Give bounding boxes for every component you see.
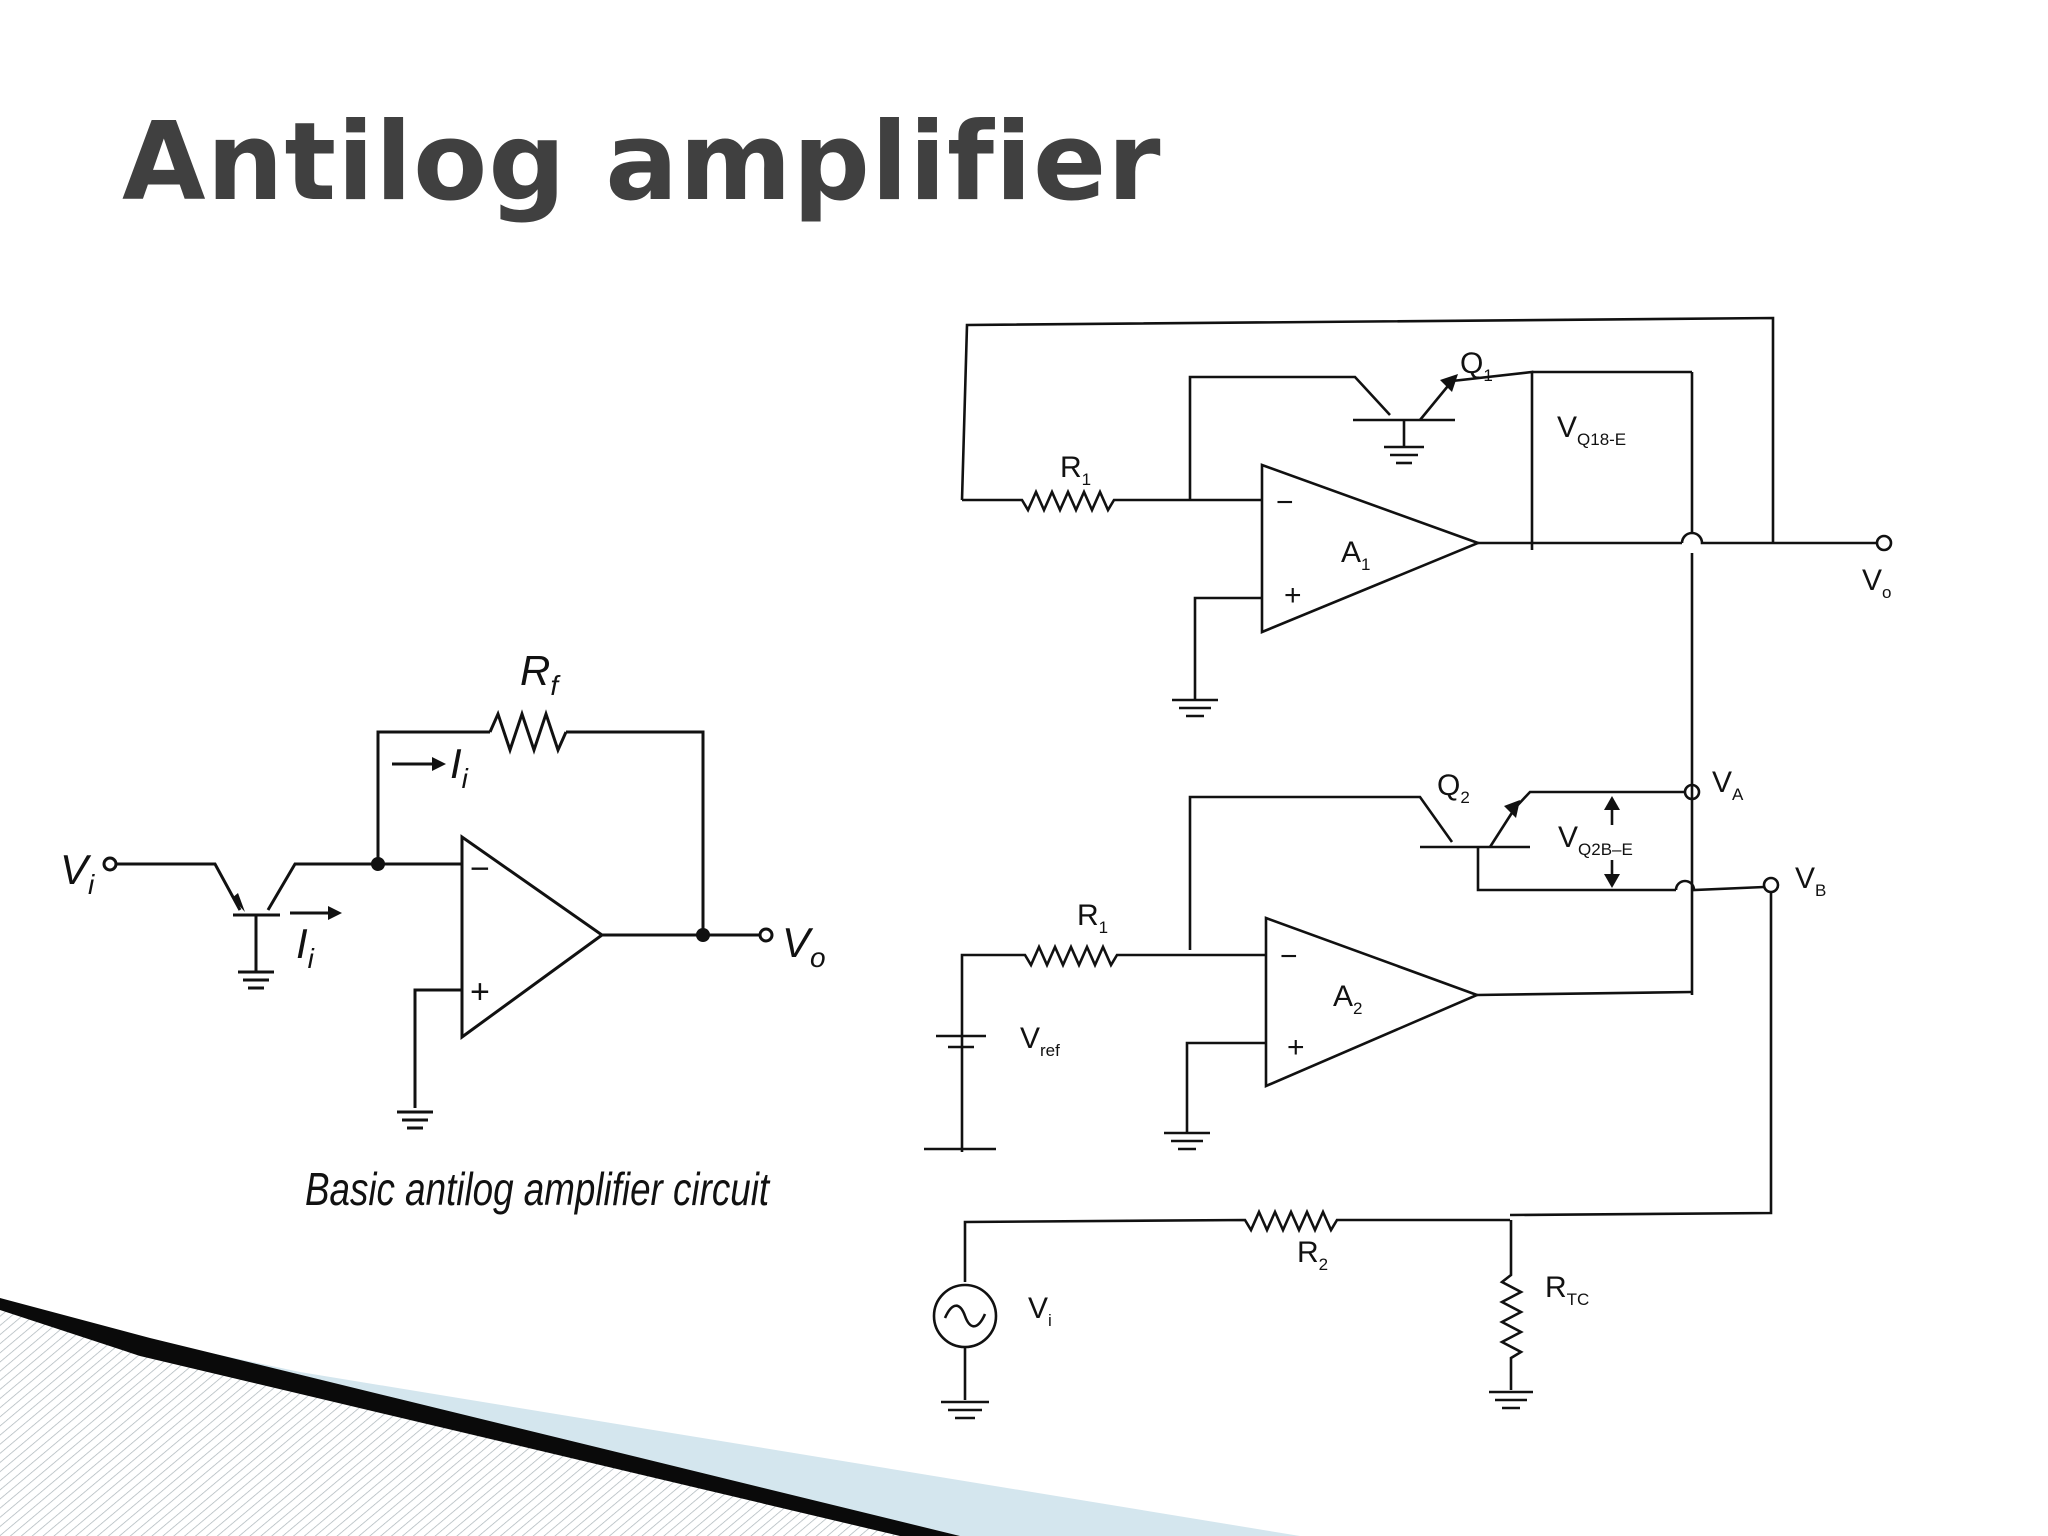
vb-wire <box>1674 879 1765 892</box>
vb-label: VB <box>1795 862 1826 900</box>
transistor-emitter-arrow <box>232 893 245 912</box>
op-amp-a1 <box>1260 463 1482 634</box>
vb-node <box>1762 876 1780 894</box>
r1-top-label: R1 <box>1060 451 1091 489</box>
a2-output-wire <box>1476 990 1693 997</box>
q1-emitter-wire <box>1451 370 1534 550</box>
ground-symbol-q1 <box>1384 445 1424 465</box>
feedback-wire-left <box>376 730 490 864</box>
vo-label-right: Vo <box>1862 564 1891 602</box>
temperature-compensated-antilog-circuit: − + <box>924 316 1893 1420</box>
rtc-label: RTC <box>1545 1271 1589 1309</box>
q1-collector-wire <box>1188 375 1391 500</box>
vq1-label: VQ18-E <box>1557 411 1626 449</box>
vq2-label: VQ2B–E <box>1558 821 1633 859</box>
rf-label: Rf <box>520 647 561 701</box>
vi-label-right: Vi <box>1028 1292 1052 1330</box>
vb-vertical-wire <box>1509 892 1773 1217</box>
vq2-arrow-down <box>1604 874 1620 888</box>
a2-plus-sign: + <box>1287 1031 1305 1064</box>
r1-top-resistor <box>962 488 1262 514</box>
a2-noninverting-wire <box>1185 1041 1266 1133</box>
r2-label: R2 <box>1297 1236 1328 1274</box>
ground-symbol-left-1 <box>238 970 274 990</box>
r2-resistor <box>963 1208 1510 1282</box>
ground-symbol-rtc <box>1489 1390 1533 1410</box>
decorative-corner <box>0 1298 1300 1536</box>
q2-label: Q2 <box>1437 769 1470 807</box>
op-amp-minus-sign: − <box>470 850 490 888</box>
op-amp-left <box>460 834 605 1040</box>
q2-collector-wire <box>1188 795 1454 950</box>
input-wire <box>116 862 242 911</box>
vo-label: Vo <box>782 919 826 973</box>
ii-label-bottom: Ii <box>296 920 315 974</box>
rtc-resistor <box>1499 1220 1524 1390</box>
ii-label-top: Ii <box>450 740 469 794</box>
ground-symbol-a2 <box>1164 1131 1210 1151</box>
transistor-collector-wire <box>266 862 380 911</box>
junction-dot-output <box>696 928 710 942</box>
op-amp-plus-sign: + <box>470 973 490 1011</box>
slide-title: Antilog amplifier <box>122 100 1162 225</box>
q2-emitter-arrow <box>1504 800 1520 818</box>
left-circuit-caption: Basic antilog amplifier circuit <box>305 1163 771 1215</box>
a1-label: A1 <box>1341 536 1370 574</box>
vi-source-wave <box>943 1304 987 1328</box>
q2-base-wire <box>1476 847 1676 892</box>
a1-plus-sign: + <box>1284 579 1302 612</box>
a1-noninverting-wire <box>1193 596 1262 700</box>
a2-minus-sign: − <box>1280 940 1298 973</box>
vq2-arrow-up <box>1604 796 1620 810</box>
non-inverting-wire <box>413 988 462 1108</box>
r1-bottom-resistor <box>960 943 1266 1152</box>
vref-label: Vref <box>1020 1022 1060 1060</box>
vo-terminal <box>758 927 774 943</box>
q1-label: Q1 <box>1460 347 1493 385</box>
ground-symbol-vi <box>941 1400 989 1420</box>
vi-label: Vi <box>60 846 95 900</box>
q1-emitter-arrow <box>1440 374 1458 392</box>
vo-terminal-right <box>1875 534 1893 552</box>
vi-terminal <box>102 856 118 872</box>
va-label: VA <box>1712 766 1744 804</box>
q1-emitter <box>1418 380 1454 421</box>
a1-minus-sign: − <box>1276 486 1294 519</box>
feedback-wire-right <box>566 730 705 935</box>
ground-symbol-a1 <box>1172 698 1218 718</box>
q2-emitter <box>1488 807 1517 848</box>
outer-feedback-wire <box>960 316 1775 543</box>
ground-symbol-left-2 <box>397 1110 433 1130</box>
basic-antilog-circuit: − + Vi Vo Rf Ii Ii Basic antilog amplifi… <box>60 647 826 1215</box>
r1-bottom-label: R1 <box>1077 899 1108 937</box>
q2-emitter-wire <box>1514 790 1686 809</box>
a2-label: A2 <box>1333 980 1362 1018</box>
rf-resistor <box>488 709 568 755</box>
a1-output-wire-b <box>1680 531 1876 545</box>
op-amp-a2 <box>1264 916 1481 1088</box>
